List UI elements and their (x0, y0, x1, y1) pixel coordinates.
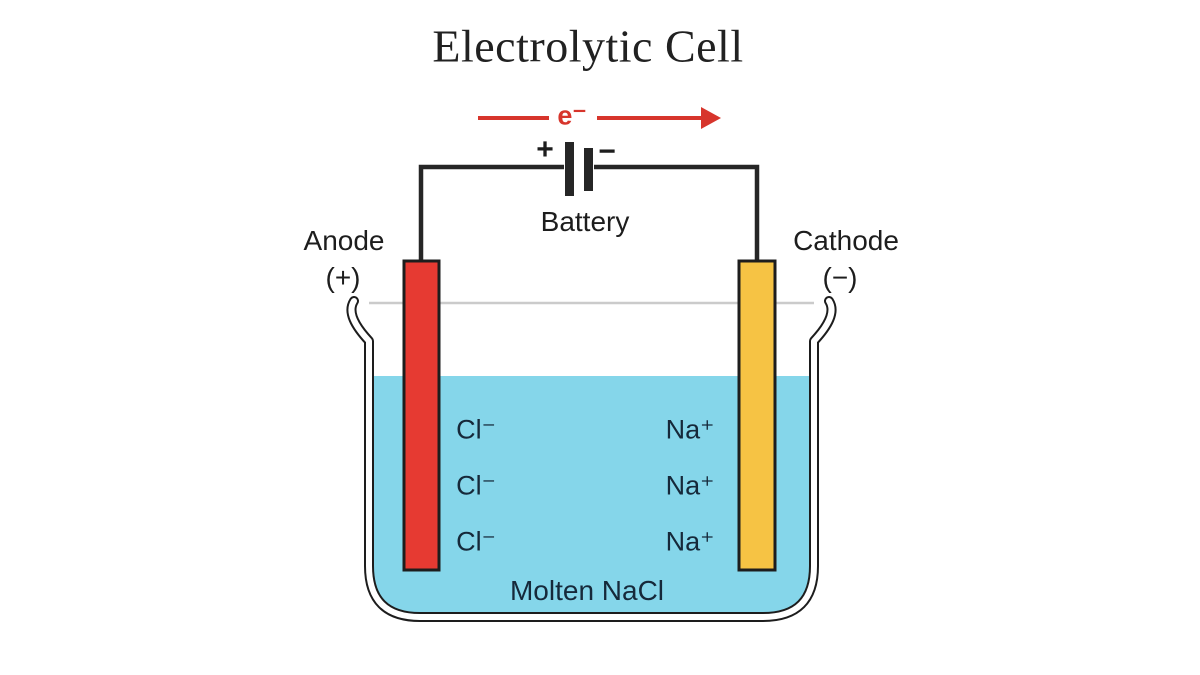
electron-arrow-head (701, 107, 721, 129)
diagram-title: Electrolytic Cell (432, 20, 744, 72)
sodium-ion-label: Na⁺ (665, 470, 715, 501)
battery-plate-positive (565, 142, 574, 196)
molten-liquid (369, 376, 814, 617)
wire-battery-to-cathode (594, 164, 760, 262)
battery-plate-negative (584, 148, 593, 191)
solution-label: Molten NaCl (509, 575, 665, 606)
chloride-ion-label: Cl⁻ (456, 526, 496, 557)
battery-negative-sign: − (598, 135, 616, 168)
battery-label: Battery (540, 206, 630, 237)
sodium-ion-label: Na⁺ (665, 526, 715, 557)
electron-flow-label: e⁻ (557, 100, 587, 131)
beaker-wall-inner (348, 298, 835, 620)
anode-charge-label: (+) (325, 262, 361, 293)
cathode-electrode (737, 259, 777, 572)
sodium-ion-label: Na⁺ (665, 414, 715, 445)
battery-positive-sign: + (536, 133, 554, 166)
chloride-ion-label: Cl⁻ (456, 414, 496, 445)
cathode-charge-label: (−) (822, 262, 858, 293)
anode-label: Anode (303, 225, 385, 256)
anode-electrode (402, 259, 441, 572)
chloride-ion-label: Cl⁻ (456, 470, 496, 501)
wire-anode-to-battery (418, 164, 564, 262)
cathode-label: Cathode (793, 225, 899, 256)
